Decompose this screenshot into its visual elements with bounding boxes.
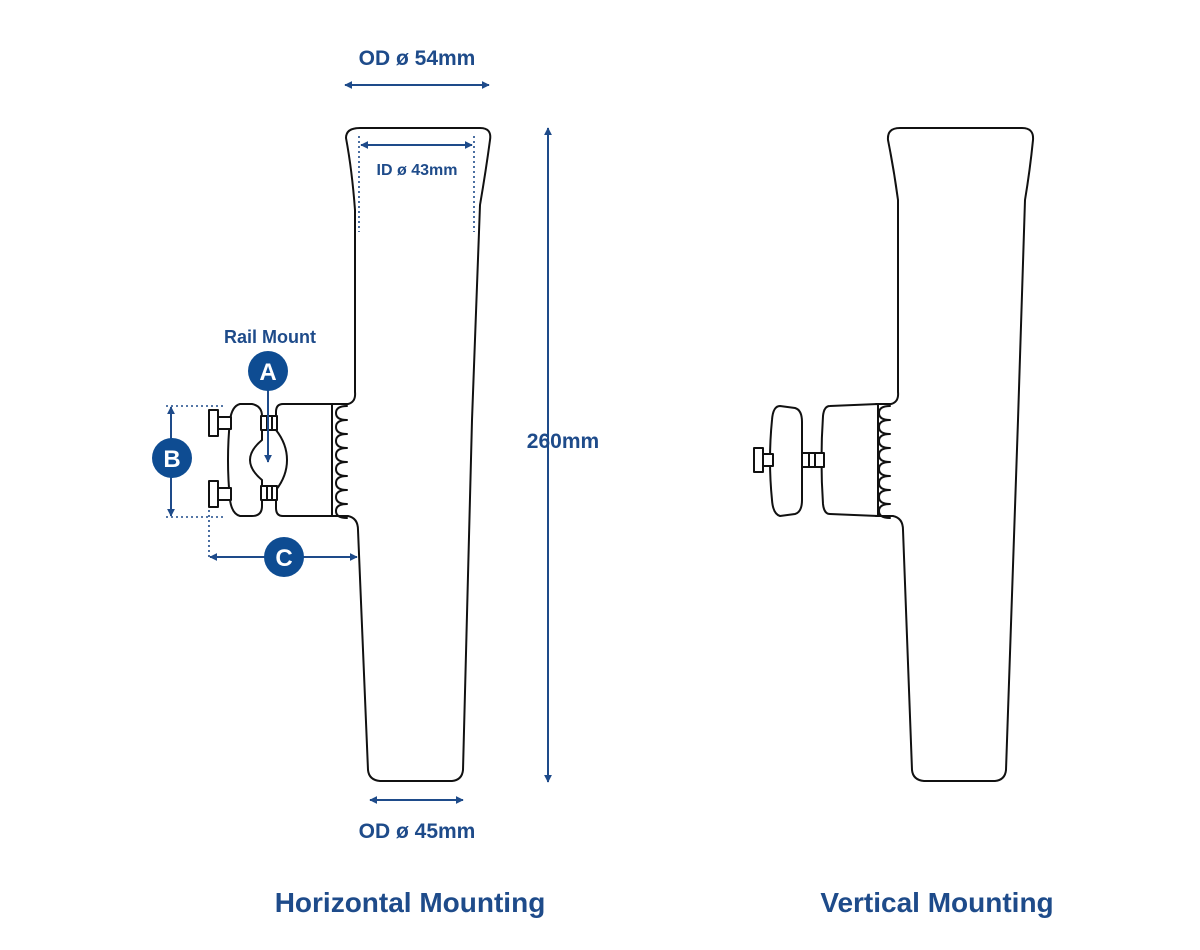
horizontal-mount-figure: A B C OD ø 54mm ID ø 43mm 260mm OD ø 45m… bbox=[152, 47, 599, 843]
horizontal-clamp-scallops bbox=[335, 405, 348, 519]
top-od-label: OD ø 54mm bbox=[359, 47, 476, 70]
caption-vertical: Vertical Mounting bbox=[820, 887, 1053, 918]
vertical-clamp-jaw bbox=[820, 403, 879, 517]
vertical-clamp-scallops bbox=[878, 405, 891, 519]
badge-c: C bbox=[264, 537, 304, 577]
rail-mount-label: Rail Mount bbox=[224, 327, 316, 347]
horizontal-lower-bolt bbox=[208, 480, 278, 508]
badge-a: A bbox=[248, 351, 288, 391]
badge-b: B bbox=[152, 438, 192, 478]
vertical-rail-clamp-plate bbox=[769, 405, 803, 517]
horizontal-upper-bolt bbox=[208, 409, 278, 437]
svg-text:C: C bbox=[275, 545, 292, 572]
bottom-od-label: OD ø 45mm bbox=[359, 820, 476, 843]
svg-text:A: A bbox=[259, 359, 276, 386]
vertical-mount-figure bbox=[753, 127, 1035, 782]
id-label: ID ø 43mm bbox=[377, 162, 458, 179]
vertical-tube-outline bbox=[875, 127, 1035, 782]
horizontal-tube-outline bbox=[329, 127, 492, 782]
horizontal-clamp-jaw bbox=[275, 403, 333, 517]
horizontal-rail-clamp-plate bbox=[227, 403, 263, 517]
length-label: 260mm bbox=[527, 430, 599, 453]
vertical-bolt bbox=[753, 447, 825, 473]
svg-text:B: B bbox=[163, 446, 180, 473]
caption-horizontal: Horizontal Mounting bbox=[275, 887, 546, 918]
